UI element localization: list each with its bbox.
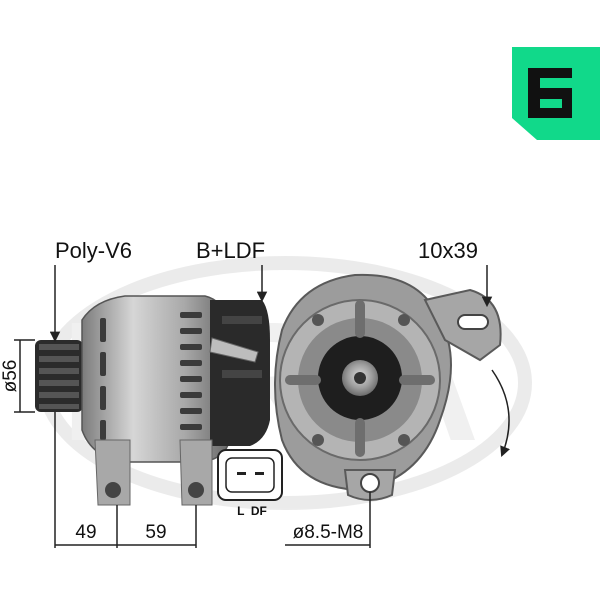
alternator-rear-view	[274, 273, 502, 501]
dimension-lines	[14, 265, 510, 548]
connector-plug	[217, 449, 283, 501]
mount-size-label: 10x39	[418, 238, 478, 263]
plug-pin-label: L DF	[237, 504, 267, 518]
era-e-logo-icon	[512, 47, 600, 140]
dim-left-label: 49	[75, 522, 96, 543]
bolt-size-label: ø8.5-M8	[293, 522, 364, 543]
pulley-diameter-label: ø56	[0, 360, 21, 393]
alternator-side-view	[35, 295, 270, 506]
connection-type-label: B+LDF	[196, 238, 265, 263]
pulley-type-label: Poly-V6	[55, 238, 132, 263]
dim-right-label: 59	[145, 522, 166, 543]
pulley	[35, 340, 83, 412]
